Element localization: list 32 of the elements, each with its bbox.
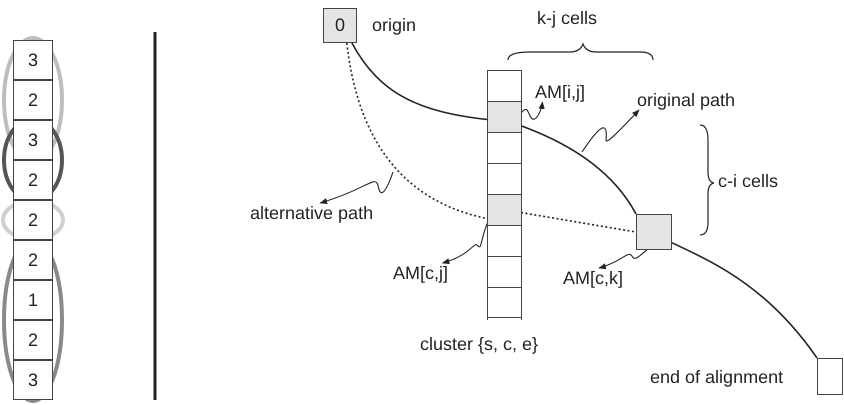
cell-label: AM[c,k] [563, 268, 624, 288]
number-cell: 2 [13, 240, 53, 280]
number-cell: 1 [13, 280, 53, 320]
leader-line [442, 222, 488, 264]
cell-label: AM[i,j] [535, 82, 586, 102]
node-caption: origin [372, 15, 416, 35]
path-line [520, 125, 637, 214]
highlighted-cell [488, 194, 521, 225]
column-caption: cluster {s, c, e} [420, 334, 538, 354]
matrix-cell [488, 287, 521, 318]
path-line [672, 242, 818, 358]
number-cell: 3 [13, 40, 53, 80]
leader-line [598, 250, 648, 269]
brace-label: k-j cells [537, 8, 598, 28]
path-line [351, 42, 488, 120]
number-cell: 2 [13, 320, 53, 360]
leader-line [319, 172, 394, 204]
path-label: original path [637, 90, 736, 110]
number-cell: 2 [13, 160, 53, 200]
node-caption: end of alignment [650, 367, 784, 387]
number-cell: 2 [13, 80, 53, 120]
number-cell: 3 [13, 360, 53, 400]
highlighted-cell [636, 214, 672, 250]
highlighted-cell [488, 101, 521, 132]
number-cell: 3 [13, 120, 53, 160]
leader-line [520, 101, 545, 120]
path-label: alternative path [250, 203, 374, 223]
dotted-path-line [520, 212, 636, 233]
cell-label: AM[c,j] [393, 263, 448, 283]
number-cell: 2 [13, 200, 53, 240]
leader-line [582, 109, 640, 152]
brace-label: c-i cells [718, 171, 778, 191]
